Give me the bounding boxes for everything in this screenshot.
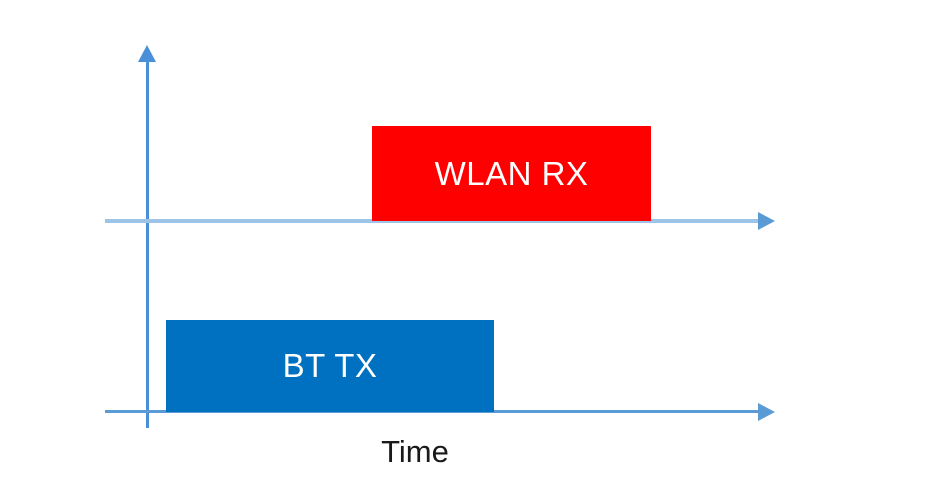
upper-time-axis-arrow-icon [758,212,775,230]
bt-tx-block-label: BT TX [282,347,378,384]
lower-time-axis-arrow-icon [758,403,775,421]
wlan-rx-block: WLAN RX [372,126,651,221]
x-axis-title: Time [381,434,449,469]
vertical-axis-arrow-icon [138,45,156,62]
upper-time-axis-line [105,219,760,223]
vertical-axis-line [146,60,149,428]
bt-tx-block: BT TX [166,320,494,412]
wlan-rx-block-label: WLAN RX [434,154,589,192]
